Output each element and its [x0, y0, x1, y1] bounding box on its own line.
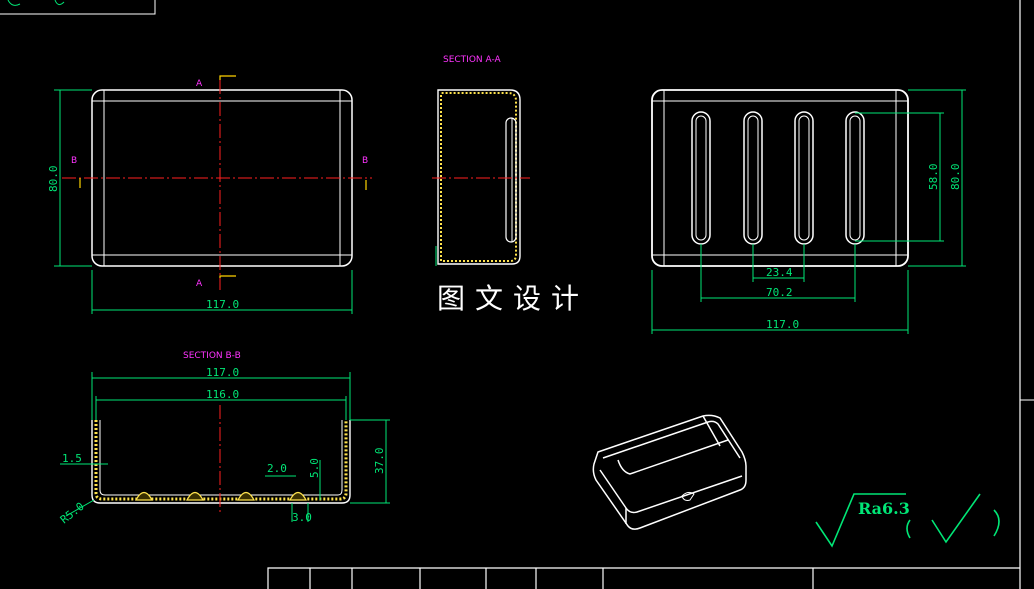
vent-slot — [845, 111, 865, 245]
cut-a-label-top: A — [196, 79, 203, 89]
slot-view-height-dim: 80.0 — [949, 164, 962, 191]
cut-a-arrow-top — [219, 75, 236, 80]
title-block-fragment — [0, 0, 156, 15]
rib — [185, 491, 205, 501]
fillet-radius-dim: R5.0 — [58, 500, 87, 527]
vent-slot — [691, 111, 711, 245]
rib — [134, 491, 154, 501]
section-aa-view: SECTION A-A — [432, 55, 530, 266]
title-block-table — [267, 567, 1020, 589]
cut-a-arrow-bottom — [219, 275, 236, 278]
slot-length-dim: 58.0 — [927, 164, 940, 191]
rib — [288, 491, 308, 501]
base-dim: 3.0 — [292, 511, 312, 524]
vent-slot — [743, 111, 763, 245]
section-aa-hatch — [440, 92, 517, 262]
section-bb-outline — [91, 420, 351, 504]
rib — [236, 491, 256, 501]
section-aa-title: SECTION A-A — [443, 55, 502, 65]
section-aa-outline — [437, 89, 521, 265]
isometric-view — [592, 414, 747, 530]
slot-view: 58.0 80.0 23.4 70.2 117.0 — [651, 89, 966, 334]
slot-view-outline — [651, 89, 909, 267]
rib-width-dim: 2.0 — [267, 462, 287, 475]
roughness-label: Ra6.3 — [858, 499, 910, 518]
cut-b-label-right: B — [362, 156, 368, 166]
cut-a-label-bottom: A — [196, 279, 203, 289]
section-bb-inner-width-dim: 116.0 — [206, 388, 239, 401]
slot-span-dim: 70.2 — [766, 286, 793, 299]
front-height-dim: 80.0 — [47, 166, 60, 193]
front-width-dim: 117.0 — [206, 298, 239, 311]
slot-pitch-dim: 23.4 — [766, 266, 793, 279]
vent-slot — [794, 111, 814, 245]
front-view: A A B B 80.0 117.0 — [47, 75, 372, 314]
wall-thickness-dim: 1.5 — [62, 452, 82, 465]
watermark-text: 图文设计 — [437, 282, 589, 315]
section-bb-hatch — [94, 420, 348, 501]
surface-roughness-symbol — [815, 493, 1000, 548]
cut-b-label-left: B — [71, 156, 77, 166]
section-bb-height-dim: 37.0 — [373, 448, 386, 475]
slot-view-width-dim: 117.0 — [766, 318, 799, 331]
section-bb-title: SECTION B-B — [183, 351, 241, 361]
rib-height-dim: 5.0 — [308, 458, 321, 478]
section-bb-outer-width-dim: 117.0 — [206, 366, 239, 379]
section-bb-view: SECTION B-B 1 — [58, 351, 390, 526]
